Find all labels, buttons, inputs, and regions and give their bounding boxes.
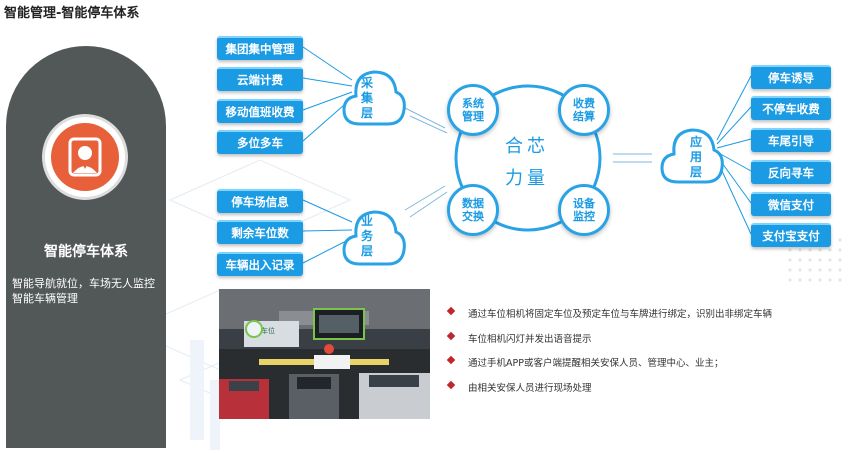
business-item: 停车场信息 bbox=[217, 189, 303, 213]
collection-layer-label: 采集层 bbox=[360, 76, 373, 120]
note-item: 车位相机闪灯并发出语音提示 bbox=[446, 331, 592, 345]
note-item: 由相关安保人员进行现场处理 bbox=[446, 380, 592, 394]
collection-item: 移动值班收费 bbox=[217, 99, 303, 123]
application-item: 不停车收费 bbox=[751, 96, 831, 120]
panel-description: 智能导航就位，车场无人监控 智能车辆管理 bbox=[12, 276, 164, 306]
person-icon bbox=[51, 123, 119, 191]
hub-node-data-exchange: 数据交换 bbox=[447, 184, 499, 236]
note-text: 通过手机APP或客户端提醒相关安保人员、管理中心、业主； bbox=[468, 358, 724, 369]
hub-node-billing: 收费结算 bbox=[558, 84, 610, 136]
application-item: 支付宝支付 bbox=[751, 223, 831, 247]
panel-title: 智能停车体系 bbox=[44, 244, 128, 260]
note-text: 通过车位相机将固定车位及预定车位与车牌进行绑定，识别出非绑定车辆 bbox=[468, 309, 773, 320]
panel-desc-line: 智能车辆管理 bbox=[12, 292, 78, 305]
panel-desc-line: 智能导航就位，车场无人监控 bbox=[12, 277, 155, 290]
page-title: 智能管理-智能停车体系 bbox=[4, 6, 140, 21]
application-item: 微信支付 bbox=[751, 192, 831, 216]
hub-node-device-monitoring: 设备监控 bbox=[558, 184, 610, 236]
note-item: 通过手机APP或客户端提醒相关安保人员、管理中心、业主； bbox=[446, 355, 724, 369]
left-panel bbox=[6, 46, 166, 448]
collection-item: 多位多车 bbox=[217, 130, 303, 154]
note-item: 通过车位相机将固定车位及预定车位与车牌进行绑定，识别出非绑定车辆 bbox=[446, 306, 773, 320]
business-layer-label: 业务层 bbox=[360, 214, 373, 258]
note-text: 车位相机闪灯并发出语音提示 bbox=[468, 334, 592, 345]
avatar bbox=[45, 117, 125, 197]
business-cloud-icon bbox=[342, 210, 406, 266]
parking-garage-photo: 固定车位 bbox=[219, 289, 430, 419]
application-item: 反向寻车 bbox=[751, 160, 831, 184]
collection-item: 云端计费 bbox=[217, 67, 303, 91]
application-cloud-icon bbox=[660, 128, 724, 184]
application-item: 车尾引导 bbox=[751, 128, 831, 152]
note-text: 由相关安保人员进行现场处理 bbox=[468, 383, 592, 394]
application-layer-label: 应用层 bbox=[689, 135, 702, 179]
hub-center-line: 合芯 bbox=[505, 136, 549, 157]
business-item: 剩余车位数 bbox=[217, 220, 303, 244]
hub-center-line: 力量 bbox=[505, 168, 549, 189]
business-item: 车辆出入记录 bbox=[217, 252, 303, 276]
collection-item: 集团集中管理 bbox=[217, 36, 303, 60]
collection-cloud-icon bbox=[342, 70, 406, 126]
hub-node-system-management: 系统管理 bbox=[447, 84, 499, 136]
application-item: 停车诱导 bbox=[751, 65, 831, 89]
